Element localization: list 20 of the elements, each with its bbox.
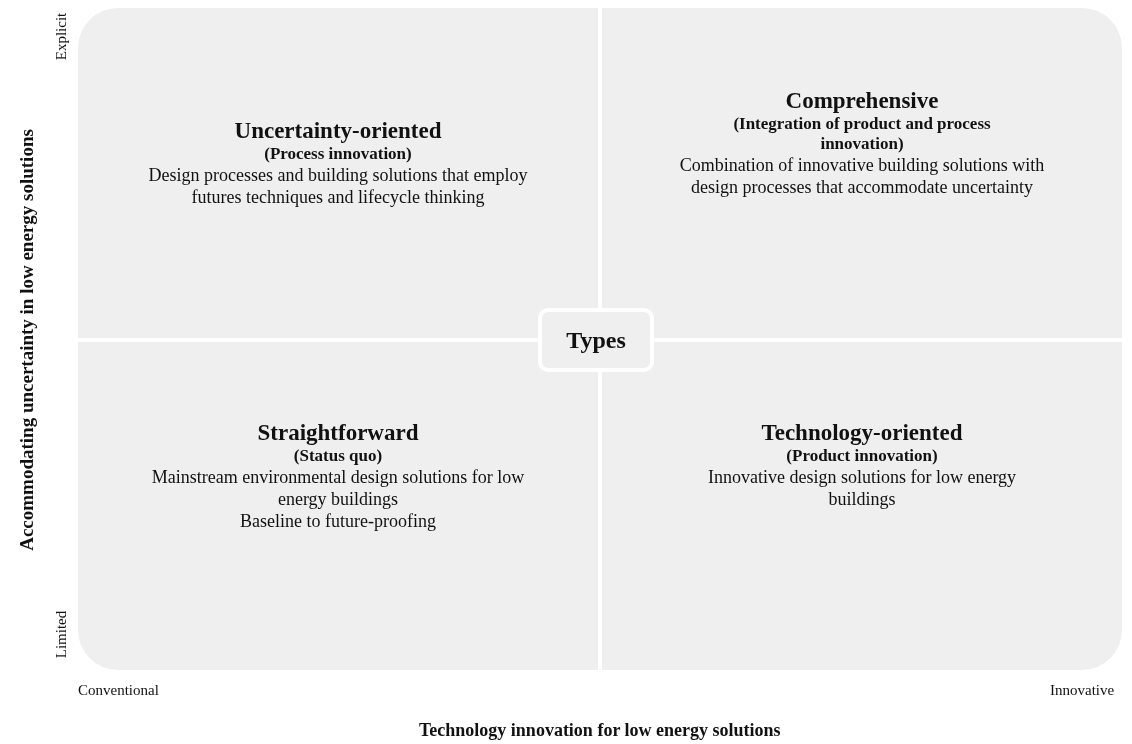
quadrant-description: Mainstream environmental design solutions for low energy buildings <box>150 466 526 510</box>
axis-title: Accommodating uncertainty in low energy solutions <box>15 129 38 551</box>
quadrant-title: Technology-oriented <box>760 420 964 446</box>
axis-title: Technology innovation for low energy solutions <box>419 720 781 741</box>
quadrant-title: Uncertainty-oriented <box>233 118 443 144</box>
axis-end-label: Explicit <box>53 12 71 60</box>
center-label: Types <box>566 326 626 354</box>
quadrant-subtitle: (Status quo) <box>292 446 384 466</box>
quadrant-description: Baseline to future-proofing <box>239 510 437 532</box>
quadrant-description: Combination of innovative building solutions with design processes that accommodate uncertainty <box>678 154 1046 198</box>
quadrant-description: Innovative design solutions for low energy buildings <box>706 466 1018 510</box>
quadrant-title: Straightforward <box>256 420 420 446</box>
quadrant-description: Design processes and building solutions that employ futures techniques and lifecycle thinking <box>147 164 529 208</box>
quadrant-subtitle: (Process innovation) <box>263 144 413 164</box>
quadrant-title: Comprehensive <box>784 88 940 114</box>
axis-end-label: Innovative <box>1050 682 1115 699</box>
quadrant-subtitle: (Product innovation) <box>785 446 939 466</box>
quadrant-subtitle: (Integration of product and process innovation) <box>732 114 992 154</box>
axis-end-label: Conventional <box>78 682 159 699</box>
axis-end-label: Limited <box>53 610 71 658</box>
